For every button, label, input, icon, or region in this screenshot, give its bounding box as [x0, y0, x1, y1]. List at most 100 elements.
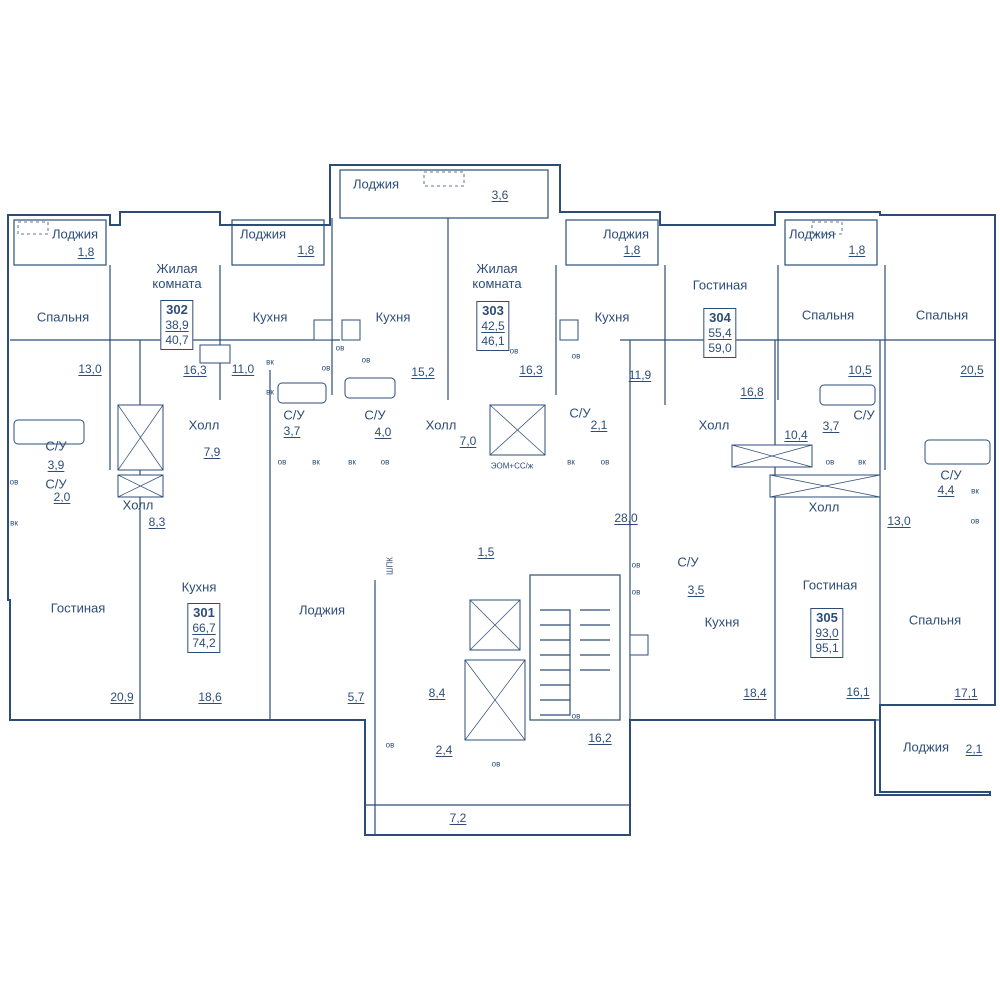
vestibule-1-area: 1,5 [477, 545, 495, 559]
room-area: 16,1 [846, 685, 870, 699]
apartment-total-area: 59,0 [708, 341, 732, 356]
apartment-number: 302 [166, 302, 188, 317]
vk-label: вк [348, 457, 356, 467]
apartment-total-area: 46,1 [481, 334, 505, 349]
room-label: Кухня [594, 309, 630, 325]
room-label: Холл [425, 417, 457, 433]
shpk-label: ШПК [385, 557, 395, 575]
room-label: С/У [677, 554, 699, 570]
apartment-living-area: 93,0 [815, 626, 839, 641]
room-area: 1,8 [623, 243, 641, 257]
bathtubs [13, 377, 991, 465]
room-label: Лоджия [902, 739, 950, 755]
room-label: С/У [569, 405, 591, 421]
ov-label: ов [825, 457, 835, 467]
ov-label: ов [361, 355, 371, 365]
vk-label: вк [971, 486, 979, 496]
room-area: 18,6 [198, 690, 222, 704]
room-label: Гостиная [802, 577, 858, 593]
room-area: 18,4 [743, 686, 767, 700]
room-area: 11,0 [231, 362, 255, 376]
room-area: 3,7 [822, 419, 840, 433]
ov-label: ов [600, 457, 610, 467]
room-label: Кухня [252, 309, 288, 325]
room-area: 5,7 [347, 690, 365, 704]
ov-label: ов [321, 363, 331, 373]
room-area: 16,8 [740, 385, 764, 399]
room-area: 4,0 [374, 425, 392, 439]
room-label: Лоджия [239, 226, 287, 242]
room-area: 2,1 [965, 742, 983, 756]
room-label: С/У [364, 407, 386, 423]
ov-label: ов [277, 457, 287, 467]
room-label: Кухня [375, 309, 411, 325]
room-label: Лоджия [352, 176, 400, 192]
apartment-living-area: 55,4 [708, 326, 732, 341]
ov-label: ов [385, 740, 395, 750]
ov-label: ов [571, 711, 581, 721]
entry-area: 7,2 [449, 811, 467, 825]
apartment-number: 303 [482, 303, 504, 318]
ov-label: ов [571, 351, 581, 361]
room-label: С/У [45, 476, 67, 492]
apartment-number: 305 [816, 610, 838, 625]
shafts [117, 404, 881, 741]
apartment-living-area: 38,9 [165, 318, 189, 333]
room-area: 2,0 [53, 490, 71, 504]
room-label: С/У [45, 438, 67, 454]
apartment-305-box: 305 93,0 95,1 [810, 608, 844, 659]
corridor-area: 28,0 [614, 511, 638, 525]
room-area: 2,1 [590, 418, 608, 432]
apartment-living-area: 42,5 [481, 319, 505, 334]
room-label: Спальня [801, 307, 855, 323]
room-area: 10,4 [784, 428, 808, 442]
room-area: 3,5 [687, 583, 705, 597]
apartment-living-area: 66,7 [192, 621, 216, 636]
ov-label: ов [335, 343, 345, 353]
ov-label: ов [631, 587, 641, 597]
apartment-total-area: 95,1 [815, 641, 839, 656]
vk-label: вк [266, 387, 274, 397]
room-area: 1,8 [297, 243, 315, 257]
room-label: Гостиная [50, 600, 106, 616]
room-label: С/У [853, 407, 875, 423]
room-label: Спальня [915, 307, 969, 323]
room-label: Холл [808, 499, 840, 515]
vk-label: вк [266, 357, 274, 367]
room-label: Лоджия [788, 226, 836, 242]
room-area: 16,3 [519, 363, 543, 377]
room-label: Жилая комната [472, 261, 522, 291]
ov-label: ов [509, 346, 519, 356]
vestibule-2-area: 8,4 [428, 686, 446, 700]
room-area: 3,9 [47, 458, 65, 472]
room-label: Лоджия [602, 226, 650, 242]
apartment-302-box: 302 38,9 40,7 [160, 300, 194, 351]
ov-label: ов [970, 516, 980, 526]
room-label: Холл [188, 417, 220, 433]
apartment-number: 304 [709, 310, 731, 325]
room-area: 7,0 [459, 434, 477, 448]
room-area: 3,6 [491, 188, 509, 202]
room-label: Спальня [908, 612, 962, 628]
room-label: Холл [698, 417, 730, 433]
room-area: 4,4 [937, 483, 955, 497]
room-area: 10,5 [848, 363, 872, 377]
room-area: 1,8 [848, 243, 866, 257]
stair-area: 16,2 [588, 731, 612, 745]
room-area: 7,9 [203, 445, 221, 459]
room-label: Кухня [704, 614, 740, 630]
vk-label: вк [858, 457, 866, 467]
room-area: 8,3 [148, 515, 166, 529]
apartment-number: 301 [193, 605, 215, 620]
room-area: 20,5 [960, 363, 984, 377]
internal-walls [10, 218, 995, 835]
room-area: 17,1 [954, 686, 978, 700]
apartment-total-area: 74,2 [192, 636, 216, 651]
room-area: 15,2 [411, 365, 435, 379]
loggias-top [13, 169, 878, 266]
ov-label: ов [380, 457, 390, 467]
room-label: Кухня [181, 579, 217, 595]
vestibule-3-area: 2,4 [435, 743, 453, 757]
room-label: Жилая комната [152, 261, 202, 291]
